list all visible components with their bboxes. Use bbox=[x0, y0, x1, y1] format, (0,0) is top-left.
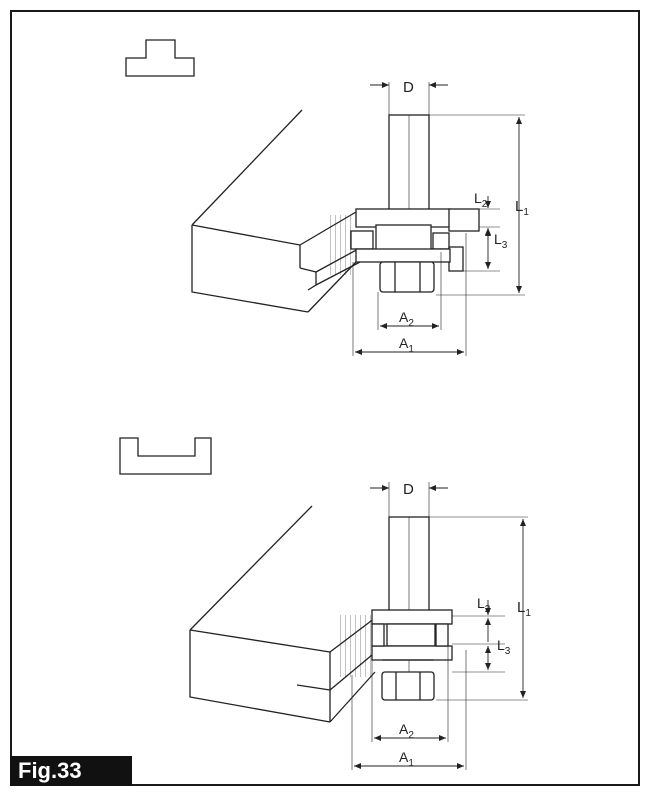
dimension-d: D bbox=[370, 79, 448, 115]
dim-label-l2: L2 bbox=[474, 190, 488, 210]
dim-label-d: D bbox=[403, 79, 414, 96]
dim-label-d: D bbox=[403, 481, 414, 498]
dim-label-a2: A2 bbox=[399, 721, 414, 741]
dim-label-l2: L2 bbox=[477, 595, 491, 615]
top-diagram: D L1 L2 L3 bbox=[125, 39, 529, 356]
dim-label-l1: L1 bbox=[517, 599, 531, 619]
dim-label-a1: A1 bbox=[399, 335, 414, 355]
workpiece-block bbox=[191, 109, 361, 313]
slot-cutter-assembly bbox=[350, 114, 480, 293]
t-profile-icon bbox=[125, 39, 195, 77]
dimension-l2: L2 bbox=[452, 595, 505, 645]
dim-label-l3: L3 bbox=[497, 637, 511, 657]
figure-label: Fig.33 bbox=[10, 756, 132, 786]
dimension-a1: A1 bbox=[351, 650, 467, 770]
dimension-a1: A1 bbox=[352, 233, 467, 356]
bottom-diagram: D L1 L2 L3 bbox=[119, 437, 531, 770]
dim-label-a1: A1 bbox=[399, 749, 414, 769]
dim-label-l3: L3 bbox=[494, 231, 508, 251]
dim-label-l1: L1 bbox=[515, 198, 529, 218]
dimension-a2: A2 bbox=[371, 646, 449, 742]
dimension-l3: L3 bbox=[463, 229, 508, 272]
dimension-d: D bbox=[370, 481, 448, 517]
dimension-l1: L1 bbox=[429, 516, 531, 701]
u-profile-icon bbox=[119, 437, 212, 475]
workpiece-block bbox=[189, 505, 376, 723]
dimension-l3: L3 bbox=[452, 637, 511, 673]
figure-frame bbox=[10, 10, 640, 786]
dim-label-a2: A2 bbox=[399, 309, 414, 329]
slot-cutter-assembly bbox=[371, 516, 453, 701]
dimension-a2: A2 bbox=[377, 252, 442, 330]
dimension-l1: L1 bbox=[429, 114, 529, 296]
